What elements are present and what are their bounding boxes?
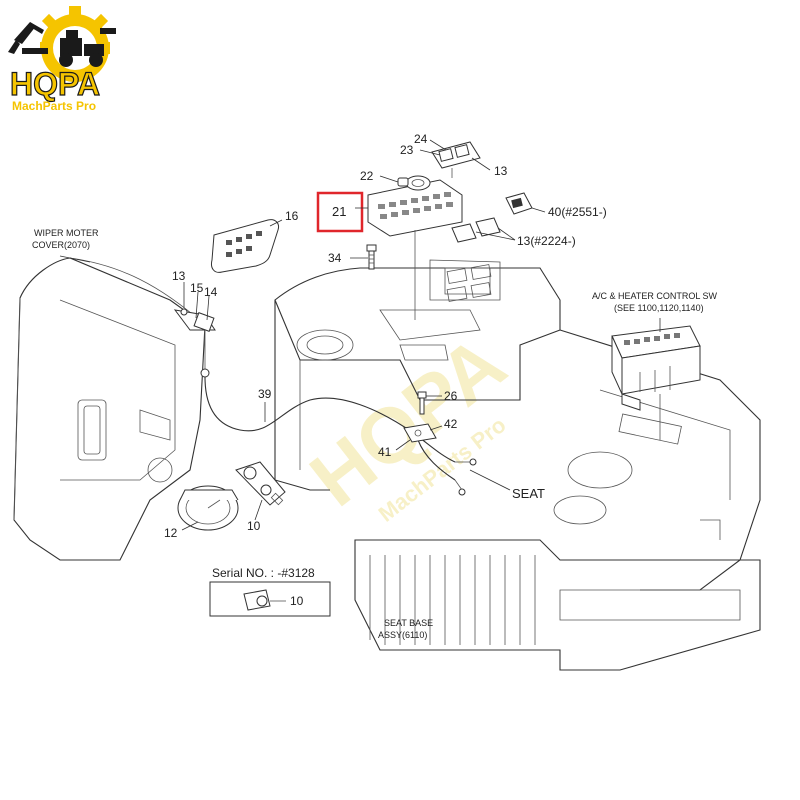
seat-base-label-1: SEAT BASE [384, 618, 433, 628]
wiper-cover-label-2: COVER(2070) [32, 240, 90, 250]
bracket-41-42 [403, 391, 437, 443]
rocker-switch-23-24 [431, 141, 481, 178]
callout-42: 42 [444, 417, 458, 431]
seat-base [354, 539, 761, 671]
seat-base-label-2: ASSY(6110) [378, 630, 427, 640]
bolt-34 [366, 244, 377, 270]
callout-26: 26 [444, 389, 458, 403]
callout-16: 16 [285, 209, 299, 223]
callout-15: 15 [190, 281, 204, 295]
wiper-cover-label-1: WIPER MOTER [34, 228, 99, 238]
callout-10-inset: 10 [290, 594, 304, 608]
callout-23: 23 [400, 143, 414, 157]
callout-34: 34 [328, 251, 342, 265]
callout-10: 10 [247, 519, 261, 533]
ac-heater-control [611, 325, 701, 440]
left-console [13, 257, 206, 561]
callout-13-2224: 13(#2224-) [517, 234, 576, 248]
cover-plate-16 [211, 219, 279, 273]
callout-13-left: 13 [172, 269, 186, 283]
serial-label: Serial NO. : -#3128 [212, 566, 315, 580]
callout-40: 40(#2551-) [548, 205, 607, 219]
callout-24: 24 [414, 132, 428, 146]
hqpa-logo: HQPA MachParts Pro [8, 6, 116, 113]
ac-heater-label-2: (SEE 1100,1120,1140) [614, 303, 704, 313]
switch-10 [235, 461, 286, 506]
callout-13-top: 13 [494, 164, 508, 178]
seat-label: SEAT [512, 486, 545, 501]
ac-heater-label-1: A/C & HEATER CONTROL SW [592, 291, 718, 301]
callout-14: 14 [204, 285, 218, 299]
connector-13-15-14 [173, 308, 216, 378]
switch-group-13 [446, 217, 501, 302]
callout-12: 12 [164, 526, 178, 540]
serial-inset [209, 581, 331, 617]
main-console [274, 259, 561, 491]
switch-panel [367, 179, 463, 320]
gauge-12 [177, 485, 239, 531]
callout-39: 39 [258, 387, 272, 401]
logo-subtitle: MachParts Pro [12, 99, 96, 113]
callout-41: 41 [378, 445, 392, 459]
callout-21: 21 [332, 204, 346, 219]
logo-name: HQPA [10, 66, 100, 102]
callout-21-highlight [316, 191, 364, 233]
knob-22 [397, 175, 431, 191]
excavator-icon [8, 22, 116, 67]
switch-40 [505, 192, 533, 215]
wiring-harness-39 [204, 376, 477, 496]
callout-22: 22 [360, 169, 374, 183]
section-labels: WIPER MOTER COVER(2070) A/C & HEATER CON… [32, 228, 718, 640]
leader-lines [59, 139, 661, 531]
callout-labels: 24 23 13 22 21 40(#2551-) 16 13(#2224-) … [164, 132, 607, 608]
